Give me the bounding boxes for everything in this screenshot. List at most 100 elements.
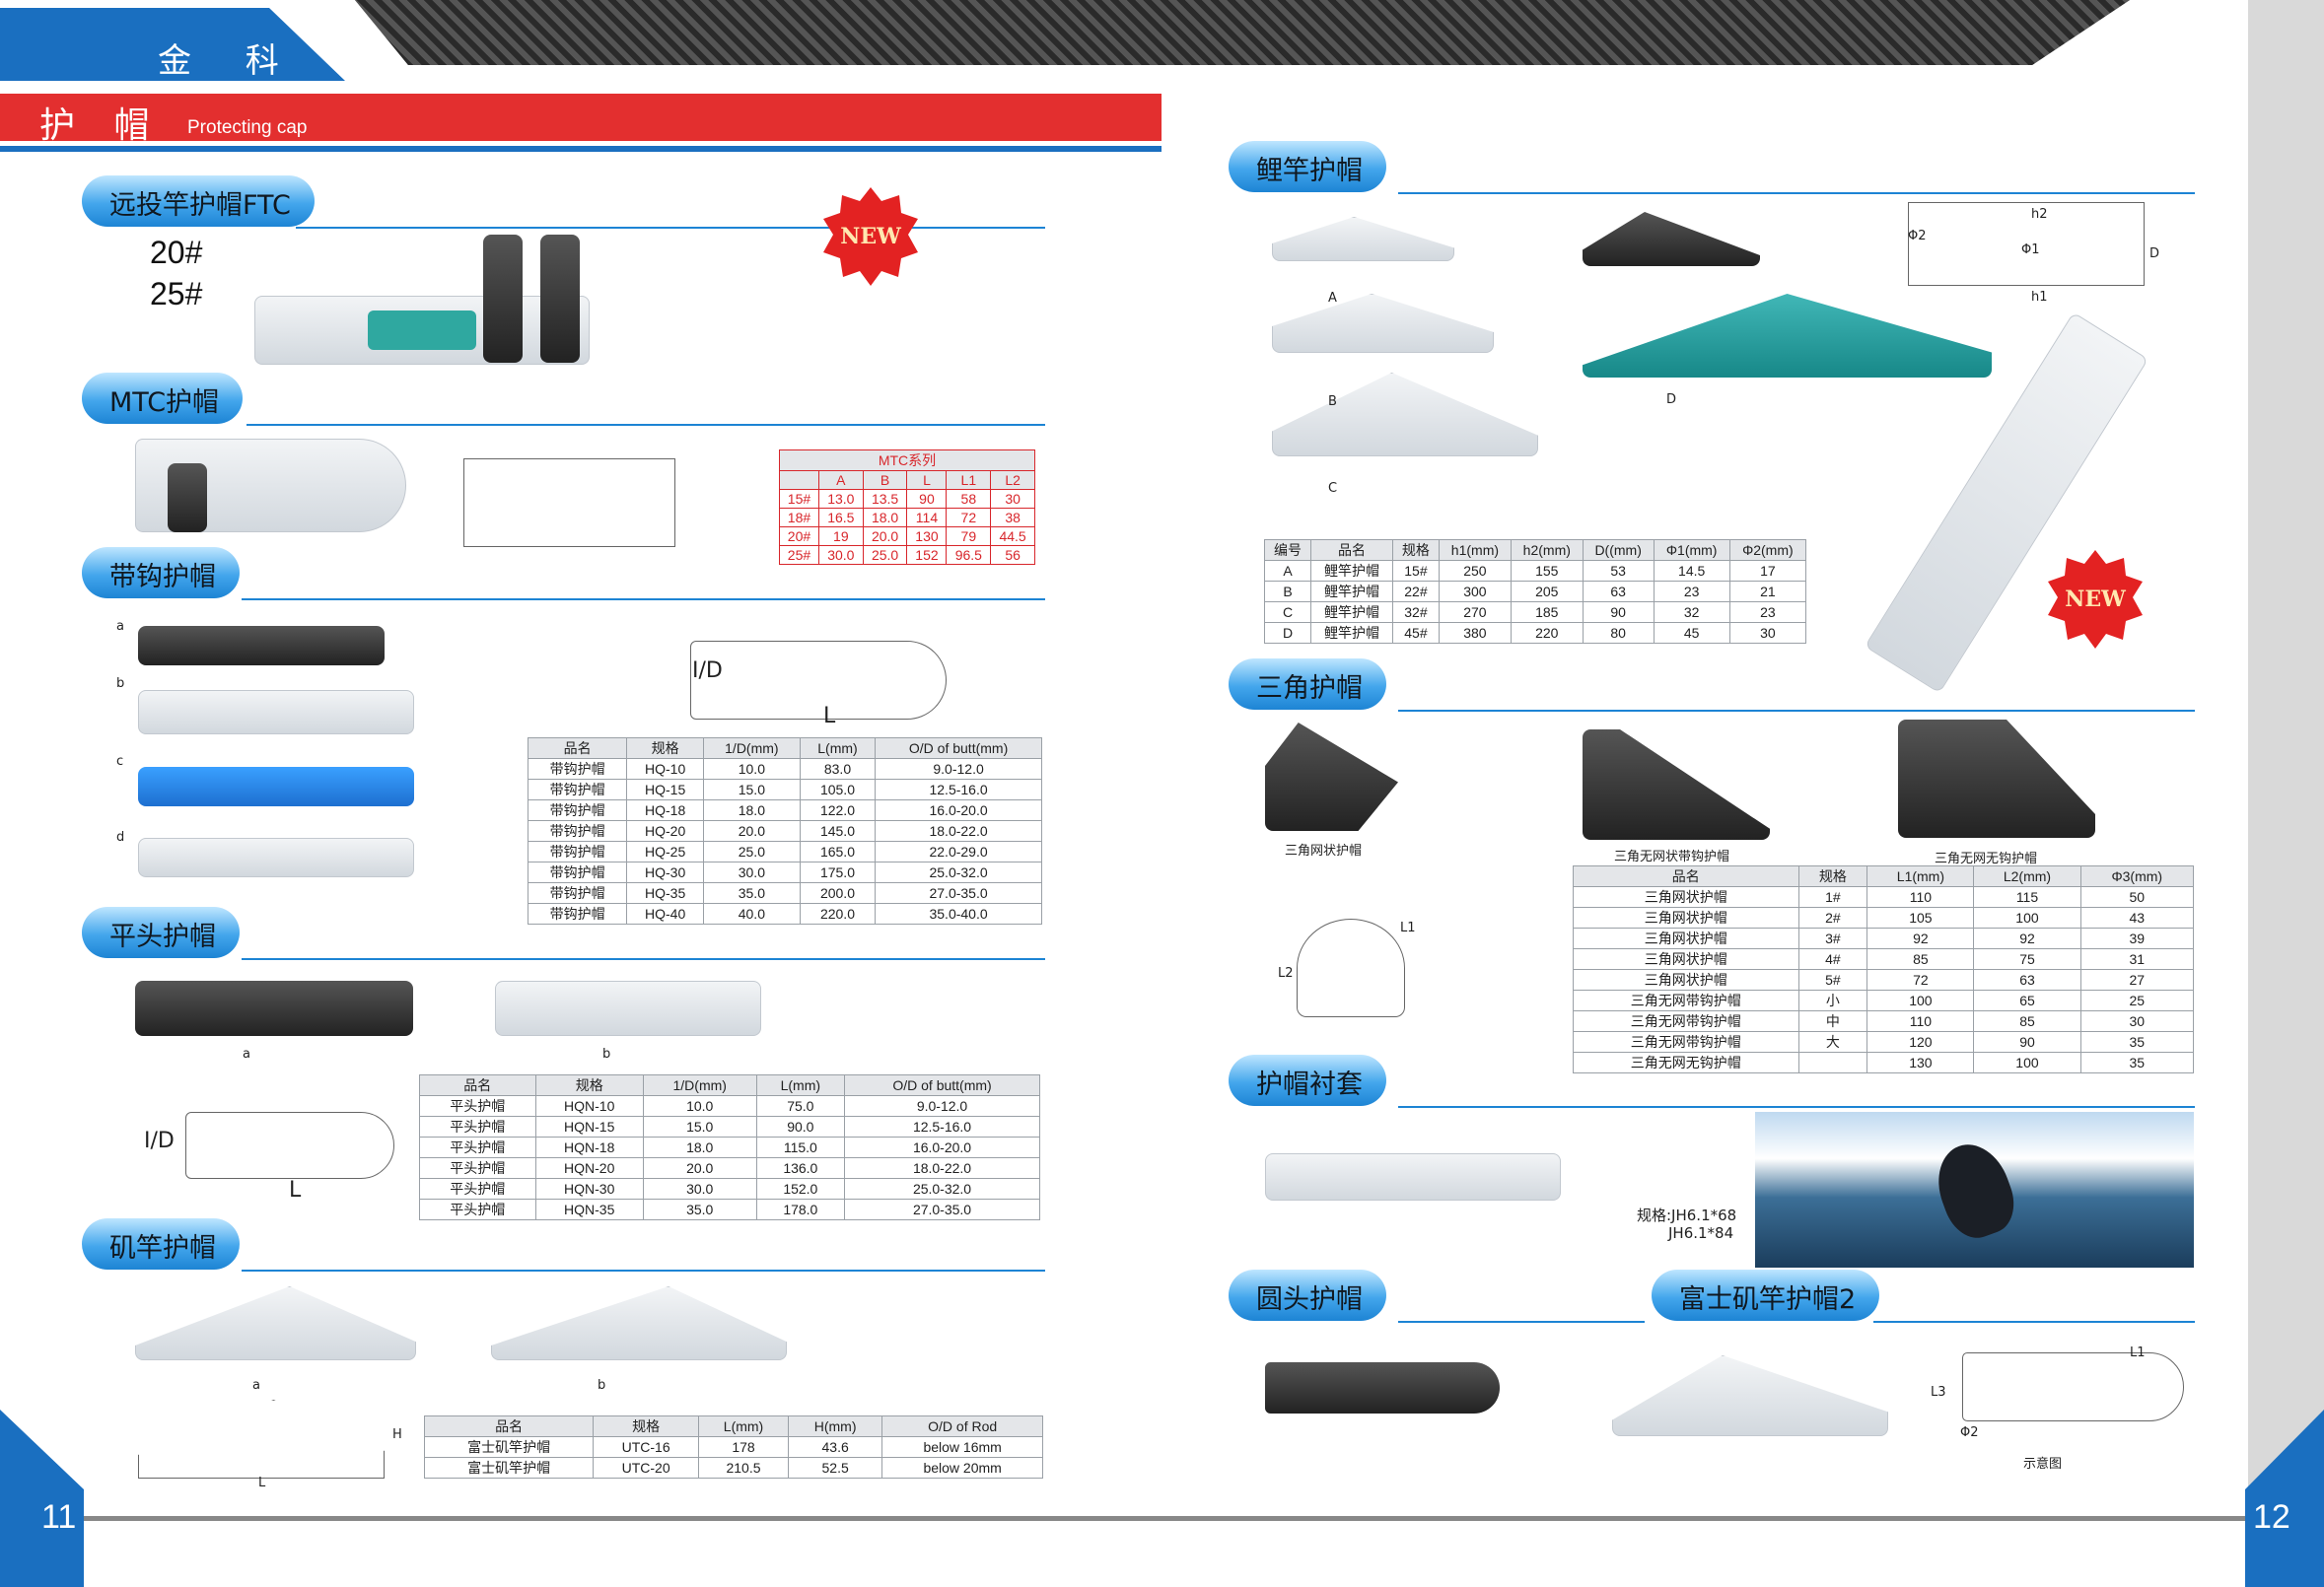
table-cell: 25.0 <box>862 545 908 565</box>
col: 品名 <box>423 1415 595 1437</box>
table-cell: 带钩护帽 <box>527 882 628 904</box>
table-cell: 92 <box>1973 928 2081 949</box>
section-mtc-title: MTC护帽 <box>82 373 244 424</box>
table-cell: 三角网状护帽 <box>1573 948 1799 970</box>
table-cell: 三角无网带钩护帽 <box>1573 1010 1799 1032</box>
col: Φ3(mm) <box>2079 865 2195 887</box>
table-cell: HQN-20 <box>534 1157 644 1179</box>
table-cell: 18.0 <box>702 799 801 821</box>
boat-dim-h: H <box>392 1427 402 1442</box>
table-cell: 12.5-16.0 <box>844 1116 1040 1138</box>
table-cell: 35.0 <box>702 882 801 904</box>
table-cell: 25# <box>779 545 819 565</box>
section-ftc-title: 远投竿护帽FTC <box>82 175 315 227</box>
carp-cap-c-image <box>1272 373 1538 456</box>
table-cell: 32# <box>1391 601 1440 623</box>
hook-cap-c-image <box>138 767 414 806</box>
table-cell: 15.0 <box>702 779 801 800</box>
table-cell: 145.0 <box>799 820 877 842</box>
fuji2-dim-l3: L3 <box>1931 1385 1946 1400</box>
table-cell: 10.0 <box>702 758 801 780</box>
table-cell: 30.0 <box>817 545 864 565</box>
table-cell: 250 <box>1438 560 1512 582</box>
flat-dim-l: L <box>289 1178 302 1203</box>
table-cell: 鲤竿护帽 <box>1310 622 1393 644</box>
tri-dim-l1: L1 <box>1400 921 1416 935</box>
table-cell: HQ-15 <box>626 779 704 800</box>
table-cell: 115 <box>1973 886 2081 908</box>
table-cell: HQN-15 <box>534 1116 644 1138</box>
table-cell: 120 <box>1866 1031 1975 1053</box>
table-cell: 130 <box>906 526 948 546</box>
table-cell: 178 <box>698 1436 789 1458</box>
hook-cap-a-image <box>138 626 385 665</box>
table-cell: 44.5 <box>990 526 1035 546</box>
table-cell: HQN-35 <box>534 1199 644 1220</box>
table-cell: 14.5 <box>1653 560 1730 582</box>
table-cell: 90 <box>906 489 948 509</box>
ftc-size-25: 25# <box>150 276 203 311</box>
col: h1(mm) <box>1438 539 1512 561</box>
section-fuji2-line <box>1873 1321 2195 1323</box>
table-cell: C <box>1263 601 1312 623</box>
mtc-table-caption: MTC系列 <box>779 449 1035 471</box>
table-cell: 72 <box>1866 969 1975 991</box>
section-boat-title: 矶竿护帽 <box>82 1218 240 1270</box>
table-cell: 270 <box>1438 601 1512 623</box>
table-cell: 19 <box>817 526 864 546</box>
section-boat-line <box>242 1270 1045 1272</box>
table-cell: 80 <box>1582 622 1655 644</box>
table-cell: 10.0 <box>642 1095 757 1117</box>
table-cell: 三角网状护帽 <box>1573 886 1799 908</box>
carp-label-a: A <box>1328 291 1337 306</box>
col: 规格 <box>534 1074 644 1096</box>
title-underline <box>0 146 1162 152</box>
table-cell: A <box>1263 560 1312 582</box>
table-cell: 带钩护帽 <box>527 758 628 780</box>
table-cell: 53 <box>1582 560 1655 582</box>
table-cell: 63 <box>1582 581 1655 602</box>
col: H(mm) <box>787 1415 883 1437</box>
carp-cap-b-image <box>1272 294 1494 353</box>
table-cell: 63 <box>1973 969 2081 991</box>
carp-dim-phi1: Φ1 <box>2021 242 2040 257</box>
table-cell: 105.0 <box>799 779 877 800</box>
table-cell: 58 <box>946 489 992 509</box>
tri-caption-hook: 三角无网状带钩护帽 <box>1614 850 1730 864</box>
sleeve-spec2: JH6.1*84 <box>1668 1224 1734 1242</box>
table-cell: 23 <box>1728 601 1807 623</box>
page-number-right: 12 <box>2253 1498 2290 1536</box>
table-cell: HQN-10 <box>534 1095 644 1117</box>
boat-label-a: a <box>252 1378 260 1393</box>
flat-label-b: b <box>602 1047 611 1062</box>
table-cell: 105 <box>1866 907 1975 929</box>
table-cell: 110 <box>1866 1010 1975 1032</box>
carp-drawing <box>1908 202 2145 286</box>
table-cell: 220.0 <box>799 903 877 925</box>
table-cell: 13.0 <box>817 489 864 509</box>
table-cell: 210.5 <box>698 1457 789 1479</box>
table-cell: 38 <box>990 508 1035 527</box>
table-cell: 165.0 <box>799 841 877 862</box>
table-cell: 35 <box>2079 1052 2195 1073</box>
table-cell: 220 <box>1510 622 1584 644</box>
table-cell: 35 <box>2079 1031 2195 1053</box>
table-cell: 15# <box>779 489 819 509</box>
col: Φ2(mm) <box>1728 539 1807 561</box>
table-cell: HQN-30 <box>534 1178 644 1200</box>
table-cell: 100 <box>1973 1052 2081 1073</box>
table-cell: 75 <box>1973 948 2081 970</box>
page-subtitle: Protecting cap <box>187 117 308 138</box>
table-cell: 中 <box>1797 1010 1868 1032</box>
table-cell: 130 <box>1866 1052 1975 1073</box>
table-cell: 大 <box>1797 1031 1868 1053</box>
table-cell: 25.0 <box>702 841 801 862</box>
